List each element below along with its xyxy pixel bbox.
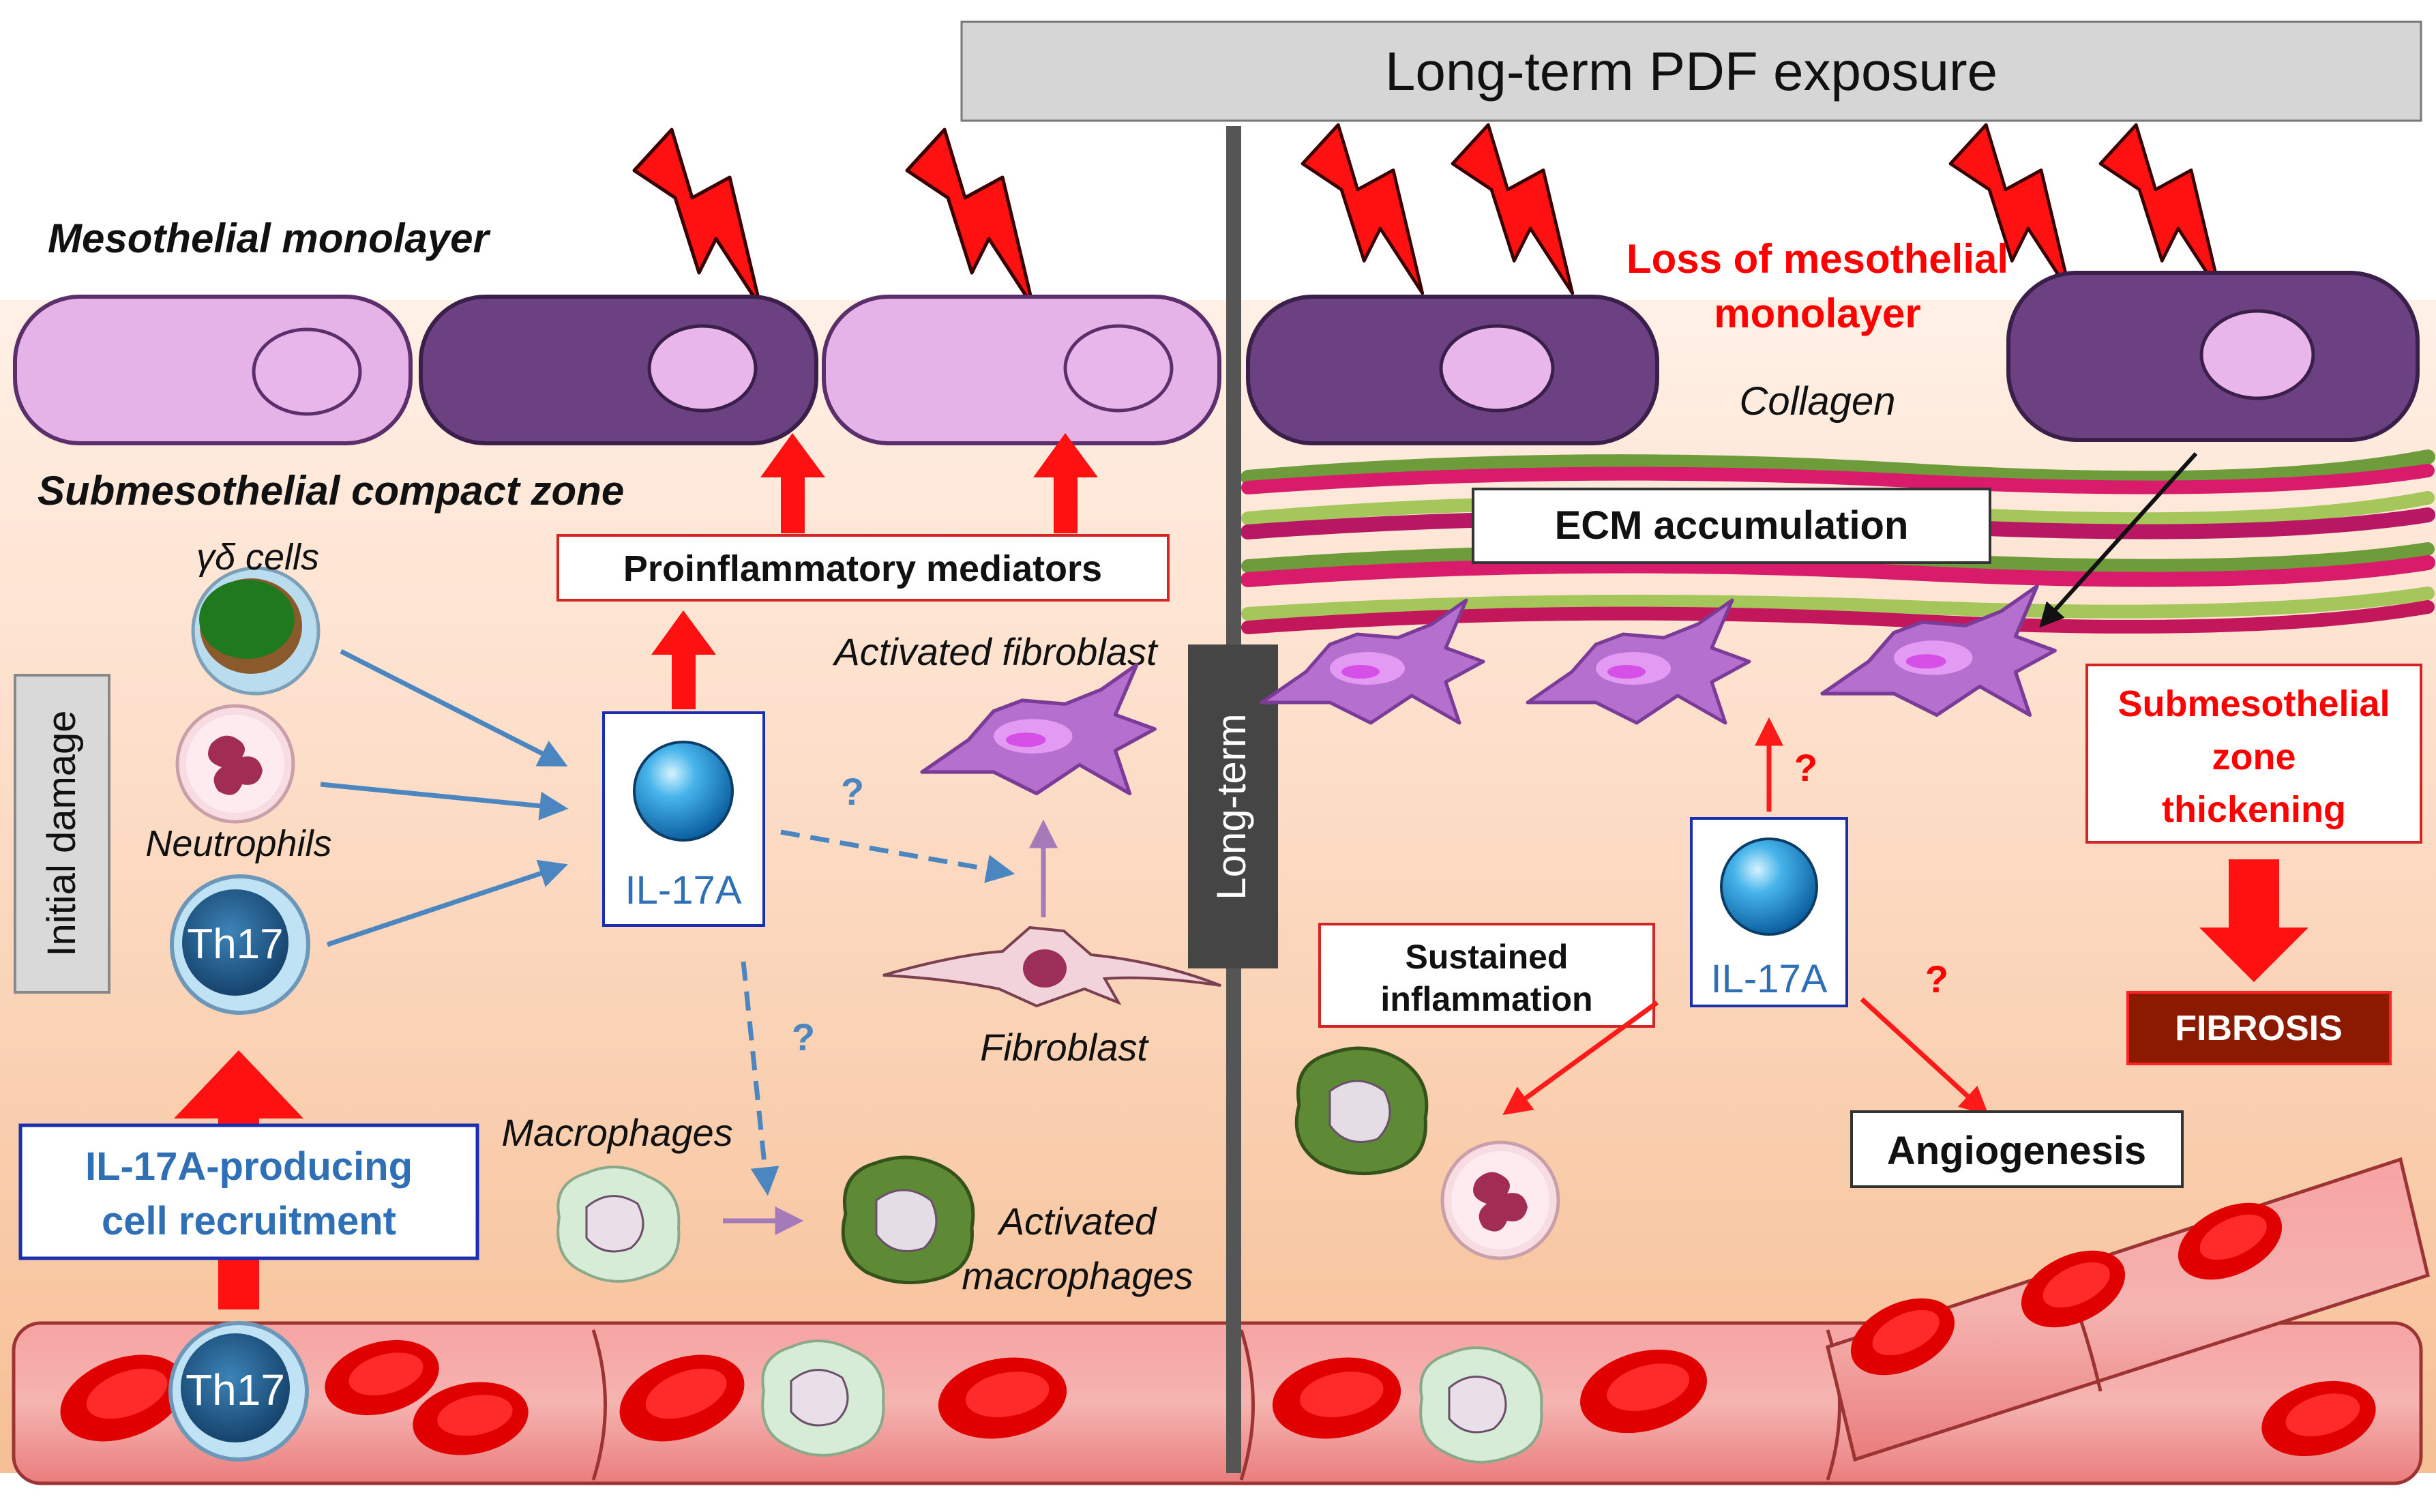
- vessel-macrophage: [1419, 1346, 1543, 1464]
- il17a-to-angiogenesis-arrow: [1860, 997, 1989, 1116]
- divider-label: Long-term: [1208, 713, 1254, 900]
- injury-bolt-icon: [1453, 125, 1573, 293]
- emt-arrow: [2039, 451, 2198, 628]
- macrophage: [556, 1166, 681, 1283]
- long-term-pdf-banner: Long-term PDF exposure: [960, 20, 2422, 122]
- thickening-label-3: thickening: [2162, 789, 2346, 830]
- banner-title: Long-term PDF exposure: [1385, 41, 1997, 102]
- question-mark-2: ?: [792, 1016, 815, 1058]
- sustained-label-2: inflammation: [1380, 980, 1592, 1018]
- ecm-label: ECM accumulation: [1555, 503, 1909, 548]
- blood-vessel: [12, 1321, 2423, 1485]
- neutrophil: [1442, 1142, 1558, 1258]
- mesothelial-cell: [419, 295, 818, 445]
- activated-macrophage: [1296, 1048, 1427, 1174]
- neutrophils-label: Neutrophils: [145, 823, 331, 864]
- mediator-up-arrow-icon: [1033, 433, 1098, 533]
- activated-macrophages-label-1: Activated: [997, 1200, 1157, 1243]
- il17a-to-macrophage-dashed-arrow: [741, 961, 779, 1196]
- il17a-to-fibroblast-dashed-arrow: [780, 829, 1015, 883]
- gd-cells-label: γδ cells: [196, 537, 319, 578]
- ecm-box: ECM accumulation: [1472, 488, 1991, 564]
- activated-macrophage: [843, 1157, 973, 1283]
- fibrosis-label: FIBROSIS: [2175, 1009, 2343, 1048]
- activated-macrophages-label-2: macrophages: [962, 1254, 1193, 1297]
- th17-label: Th17: [187, 921, 283, 968]
- sustained-label-1: Sustained: [1406, 938, 1569, 976]
- thickening-label-2: zone: [2212, 737, 2296, 777]
- initial-damage-box: Initial damage: [14, 674, 110, 994]
- question-mark-right-1: ?: [1794, 746, 1817, 789]
- loss-label-1: Loss of mesothelial: [1627, 236, 2008, 282]
- mesothelial-label: Mesothelial monolayer: [48, 216, 491, 261]
- injury-bolt-icon: [1303, 125, 1423, 293]
- th17-to-il17a-arrow: [326, 859, 568, 947]
- angiogenesis-box: Angiogenesis: [1850, 1110, 2184, 1188]
- gd-to-il17a-arrow: [340, 649, 568, 767]
- neut-to-il17a-arrow: [320, 782, 569, 820]
- mesothelial-cell: [1246, 295, 1659, 445]
- macrophages-label: Macrophages: [501, 1111, 732, 1154]
- sustained-inflammation-arrow: [1502, 1000, 1659, 1115]
- thickening-label-1: Submesothelial: [2118, 683, 2390, 724]
- il17a-label-right: IL-17A: [1711, 957, 1828, 1001]
- injury-bolt-icon: [634, 130, 760, 307]
- proinflammatory-label: Proinflammatory mediators: [623, 548, 1102, 589]
- recruitment-line-2: cell recruitment: [102, 1199, 396, 1243]
- initial-damage-label: Initial damage: [40, 710, 84, 956]
- recruitment-box: IL-17A-producing cell recruitment: [18, 1123, 479, 1260]
- vessel-th17-label: Th17: [185, 1365, 285, 1414]
- question-mark-1: ?: [841, 770, 864, 813]
- vessel-th17-cell: Th17: [168, 1321, 309, 1462]
- sustained-inflammation-box: Sustained inflammation: [1318, 923, 1655, 1028]
- fibrosis-box: FIBROSIS: [2126, 991, 2392, 1065]
- loss-label-2: monolayer: [1714, 291, 1920, 336]
- question-mark-right-2: ?: [1925, 958, 1948, 1000]
- il17a-label-left: IL-17A: [625, 868, 742, 913]
- fibrosis-down-arrow-icon: [2199, 859, 2308, 982]
- submesothelial-label: Submesothelial compact zone: [38, 468, 624, 514]
- injury-bolt-icon: [907, 130, 1033, 307]
- proinflammatory-box: Proinflammatory mediators: [556, 534, 1170, 602]
- fibroblast-label: Fibroblast: [980, 1026, 1149, 1069]
- mediator-up-arrow-icon: [760, 433, 825, 533]
- injury-bolt-icon: [2100, 125, 2220, 293]
- il17a-molecule-icon: [633, 741, 734, 842]
- il17a-up-arrow-icon: [651, 610, 716, 709]
- mesothelial-cell: [13, 295, 413, 445]
- th17-cell: Th17: [170, 874, 310, 1015]
- long-term-divider-label: Long-term: [1188, 644, 1278, 968]
- mesothelial-cell: [822, 295, 1221, 445]
- activated-fibroblast-label: Activated fibroblast: [832, 630, 1159, 673]
- fibroblast: [882, 925, 1221, 1008]
- recruitment-line-1: IL-17A-producing: [85, 1144, 413, 1189]
- il17a-molecule-icon: [1720, 837, 1818, 936]
- gd-cell: [191, 566, 321, 696]
- vessel-macrophage: [761, 1339, 885, 1457]
- il17a-box-left: IL-17A: [602, 711, 765, 927]
- mesothelial-cell: [2006, 271, 2420, 442]
- il17a-box-right: IL-17A: [1690, 817, 1848, 1007]
- collagen-label: Collagen: [1740, 379, 1896, 424]
- thickening-box: Submesothelial zone thickening: [2085, 664, 2422, 844]
- angiogenesis-label: Angiogenesis: [1887, 1129, 2146, 1173]
- neutrophil: [177, 706, 293, 822]
